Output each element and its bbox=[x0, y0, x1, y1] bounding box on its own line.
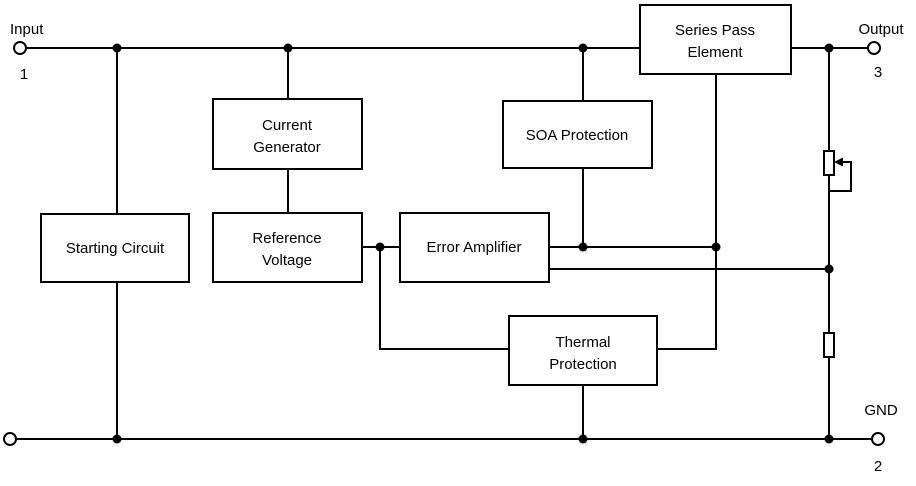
junction-dot bbox=[711, 242, 721, 252]
block-soa-protection: SOA Protection bbox=[502, 100, 653, 169]
reference-voltage-box bbox=[212, 212, 363, 283]
resistor-body bbox=[823, 150, 835, 176]
error-amplifier-box bbox=[399, 212, 550, 283]
junction-dot bbox=[578, 434, 588, 444]
series-pass-label-line2: Element bbox=[687, 44, 743, 61]
gnd-terminal: GND 2 bbox=[864, 402, 898, 475]
gnd-pin-number: 2 bbox=[874, 458, 882, 475]
rheostat-upper-divider-resistor bbox=[823, 150, 852, 192]
thermal-protection-label-line2: Protection bbox=[549, 356, 617, 373]
wiper-loop-wire bbox=[829, 161, 852, 192]
wires bbox=[17, 47, 871, 440]
reference-voltage-label-line1: Reference bbox=[252, 230, 321, 247]
thermal-protection-label-line1: Thermal bbox=[555, 334, 610, 351]
junction-dot bbox=[824, 264, 834, 274]
soa-protection-label: SOA Protection bbox=[526, 127, 629, 144]
series-pass-label-line1: Series Pass bbox=[675, 22, 755, 39]
input-terminal-circle bbox=[13, 41, 27, 55]
starting-circuit-label: Starting Circuit bbox=[66, 240, 165, 257]
junction-dot bbox=[112, 43, 122, 53]
junction-dot bbox=[375, 242, 385, 252]
gnd-terminal-circle bbox=[871, 432, 885, 446]
input-terminal: Input 1 bbox=[10, 21, 44, 83]
junction-dot bbox=[824, 434, 834, 444]
input-terminal-label: Input bbox=[10, 21, 44, 38]
current-generator-label-line2: Generator bbox=[253, 139, 321, 156]
junction-dot bbox=[112, 434, 122, 444]
starting-circuit-box bbox=[40, 213, 190, 283]
block-series-pass-element: Series Pass Element bbox=[639, 4, 792, 75]
wire-series-pass-drive bbox=[657, 74, 717, 350]
gnd-terminal-label: GND bbox=[864, 402, 898, 419]
wire-reference-to-thermal bbox=[379, 247, 509, 350]
error-amplifier-label: Error Amplifier bbox=[426, 239, 521, 256]
block-error-amplifier: Error Amplifier bbox=[399, 212, 550, 283]
block-starting-circuit: Starting Circuit bbox=[40, 213, 190, 283]
junction-dot bbox=[283, 43, 293, 53]
thermal-protection-box bbox=[508, 315, 658, 386]
resistor-body bbox=[823, 332, 835, 358]
block-reference-voltage: Reference Voltage bbox=[212, 212, 363, 283]
current-generator-box bbox=[212, 98, 363, 170]
junction-dot bbox=[824, 43, 834, 53]
reference-voltage-label-line2: Voltage bbox=[262, 252, 312, 269]
lower-divider-resistor bbox=[823, 332, 835, 358]
output-terminal-label: Output bbox=[858, 21, 904, 38]
output-pin-number: 3 bbox=[874, 64, 882, 81]
block-current-generator: Current Generator bbox=[212, 98, 363, 170]
junction-dot bbox=[578, 242, 588, 252]
ground-left-terminal-circle bbox=[3, 432, 17, 446]
junction-dot bbox=[578, 43, 588, 53]
wiper-arrow-icon bbox=[834, 157, 843, 167]
series-pass-box bbox=[639, 4, 792, 75]
junction-dots bbox=[112, 43, 834, 444]
input-pin-number: 1 bbox=[20, 66, 28, 83]
ground-left-terminal bbox=[3, 432, 17, 446]
current-generator-label-line1: Current bbox=[262, 117, 313, 134]
soa-protection-box bbox=[502, 100, 653, 169]
output-terminal-circle bbox=[867, 41, 881, 55]
block-thermal-protection: Thermal Protection bbox=[508, 315, 658, 386]
output-terminal: Output 3 bbox=[858, 21, 904, 81]
